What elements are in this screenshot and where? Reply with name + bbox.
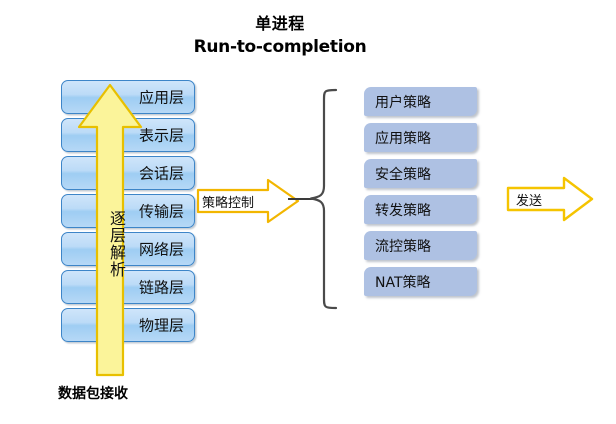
upward-arrow-label: 逐层解析 bbox=[107, 210, 126, 278]
policy-control-arrow-icon bbox=[196, 178, 300, 224]
policy-item-flowcontrol[interactable]: 流控策略 bbox=[364, 231, 477, 260]
policy-item-security[interactable]: 安全策略 bbox=[364, 159, 477, 188]
osi-layer-box-presentation[interactable]: 表示层 bbox=[61, 118, 195, 152]
policy-item-label: NAT策略 bbox=[375, 274, 431, 291]
policy-item-label: 应用策略 bbox=[375, 130, 431, 147]
osi-layer-box-physical[interactable]: 物理层 bbox=[61, 308, 195, 342]
policy-item-label: 安全策略 bbox=[375, 166, 431, 183]
osi-layer-label: 链路层 bbox=[138, 278, 184, 297]
title-line-english: Run-to-completion bbox=[193, 37, 367, 58]
policy-item-nat[interactable]: NAT策略 bbox=[364, 267, 477, 296]
policy-item-label: 流控策略 bbox=[375, 238, 431, 255]
policy-list: 用户策略 应用策略 安全策略 转发策略 流控策略 NAT策略 bbox=[364, 87, 484, 307]
send-arrow-icon bbox=[506, 176, 594, 222]
policy-control-arrow-label: 策略控制 bbox=[202, 196, 255, 211]
osi-layer-box-application[interactable]: 应用层 bbox=[61, 80, 195, 114]
packet-receive-caption: 数据包接收 bbox=[58, 386, 128, 402]
osi-layer-box-transport[interactable]: 传输层 bbox=[61, 194, 195, 228]
osi-layer-label: 网络层 bbox=[138, 240, 184, 259]
policy-item-label: 用户策略 bbox=[375, 94, 431, 111]
brace-connector-line bbox=[288, 198, 314, 200]
policy-item-forwarding[interactable]: 转发策略 bbox=[364, 195, 477, 224]
osi-layer-box-session[interactable]: 会话层 bbox=[61, 156, 195, 190]
policy-item-application[interactable]: 应用策略 bbox=[364, 123, 477, 152]
osi-layer-box-datalink[interactable]: 链路层 bbox=[61, 270, 195, 304]
send-arrow-label: 发送 bbox=[516, 194, 543, 209]
osi-layer-stack: 应用层 表示层 会话层 传输层 网络层 链路层 物理层 bbox=[61, 80, 201, 344]
osi-layer-label: 应用层 bbox=[138, 88, 184, 107]
diagram-title: 单进程 Run-to-completion bbox=[150, 12, 410, 60]
title-line-chinese: 单进程 bbox=[255, 14, 305, 33]
osi-layer-label: 表示层 bbox=[138, 126, 184, 145]
osi-layer-box-network[interactable]: 网络层 bbox=[61, 232, 195, 266]
policy-item-label: 转发策略 bbox=[375, 202, 431, 219]
osi-layer-label: 物理层 bbox=[138, 316, 184, 335]
osi-layer-label: 会话层 bbox=[138, 164, 184, 183]
policy-item-user[interactable]: 用户策略 bbox=[364, 87, 477, 116]
osi-layer-label: 传输层 bbox=[138, 202, 184, 221]
